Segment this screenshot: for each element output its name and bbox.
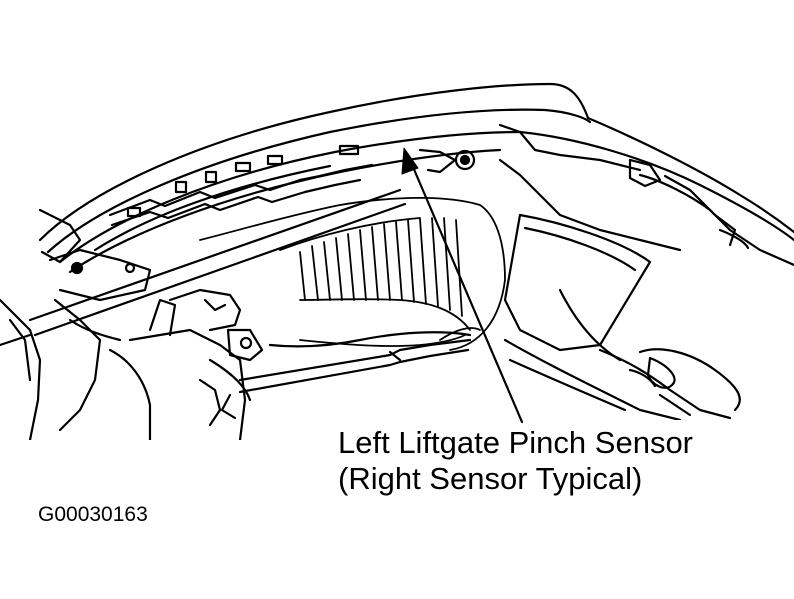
- pinch-sensor-strip: [108, 144, 374, 227]
- callout-leader-arrow: [401, 147, 524, 424]
- lower-cable: [238, 331, 472, 394]
- callout-label-line2: (Right Sensor Typical): [338, 461, 643, 496]
- callout-label-line1: Left Liftgate Pinch Sensor: [338, 425, 694, 460]
- left-hinge-area: [0, 208, 264, 440]
- lower-right-trim: [503, 338, 682, 422]
- figure-id: G00030163: [38, 503, 148, 526]
- liftgate-upper-frame: [38, 82, 794, 274]
- support-strut: [0, 188, 407, 347]
- sensor-fastener: [418, 148, 476, 174]
- right-interior-panel: [498, 158, 794, 420]
- center-cavity: [199, 196, 506, 351]
